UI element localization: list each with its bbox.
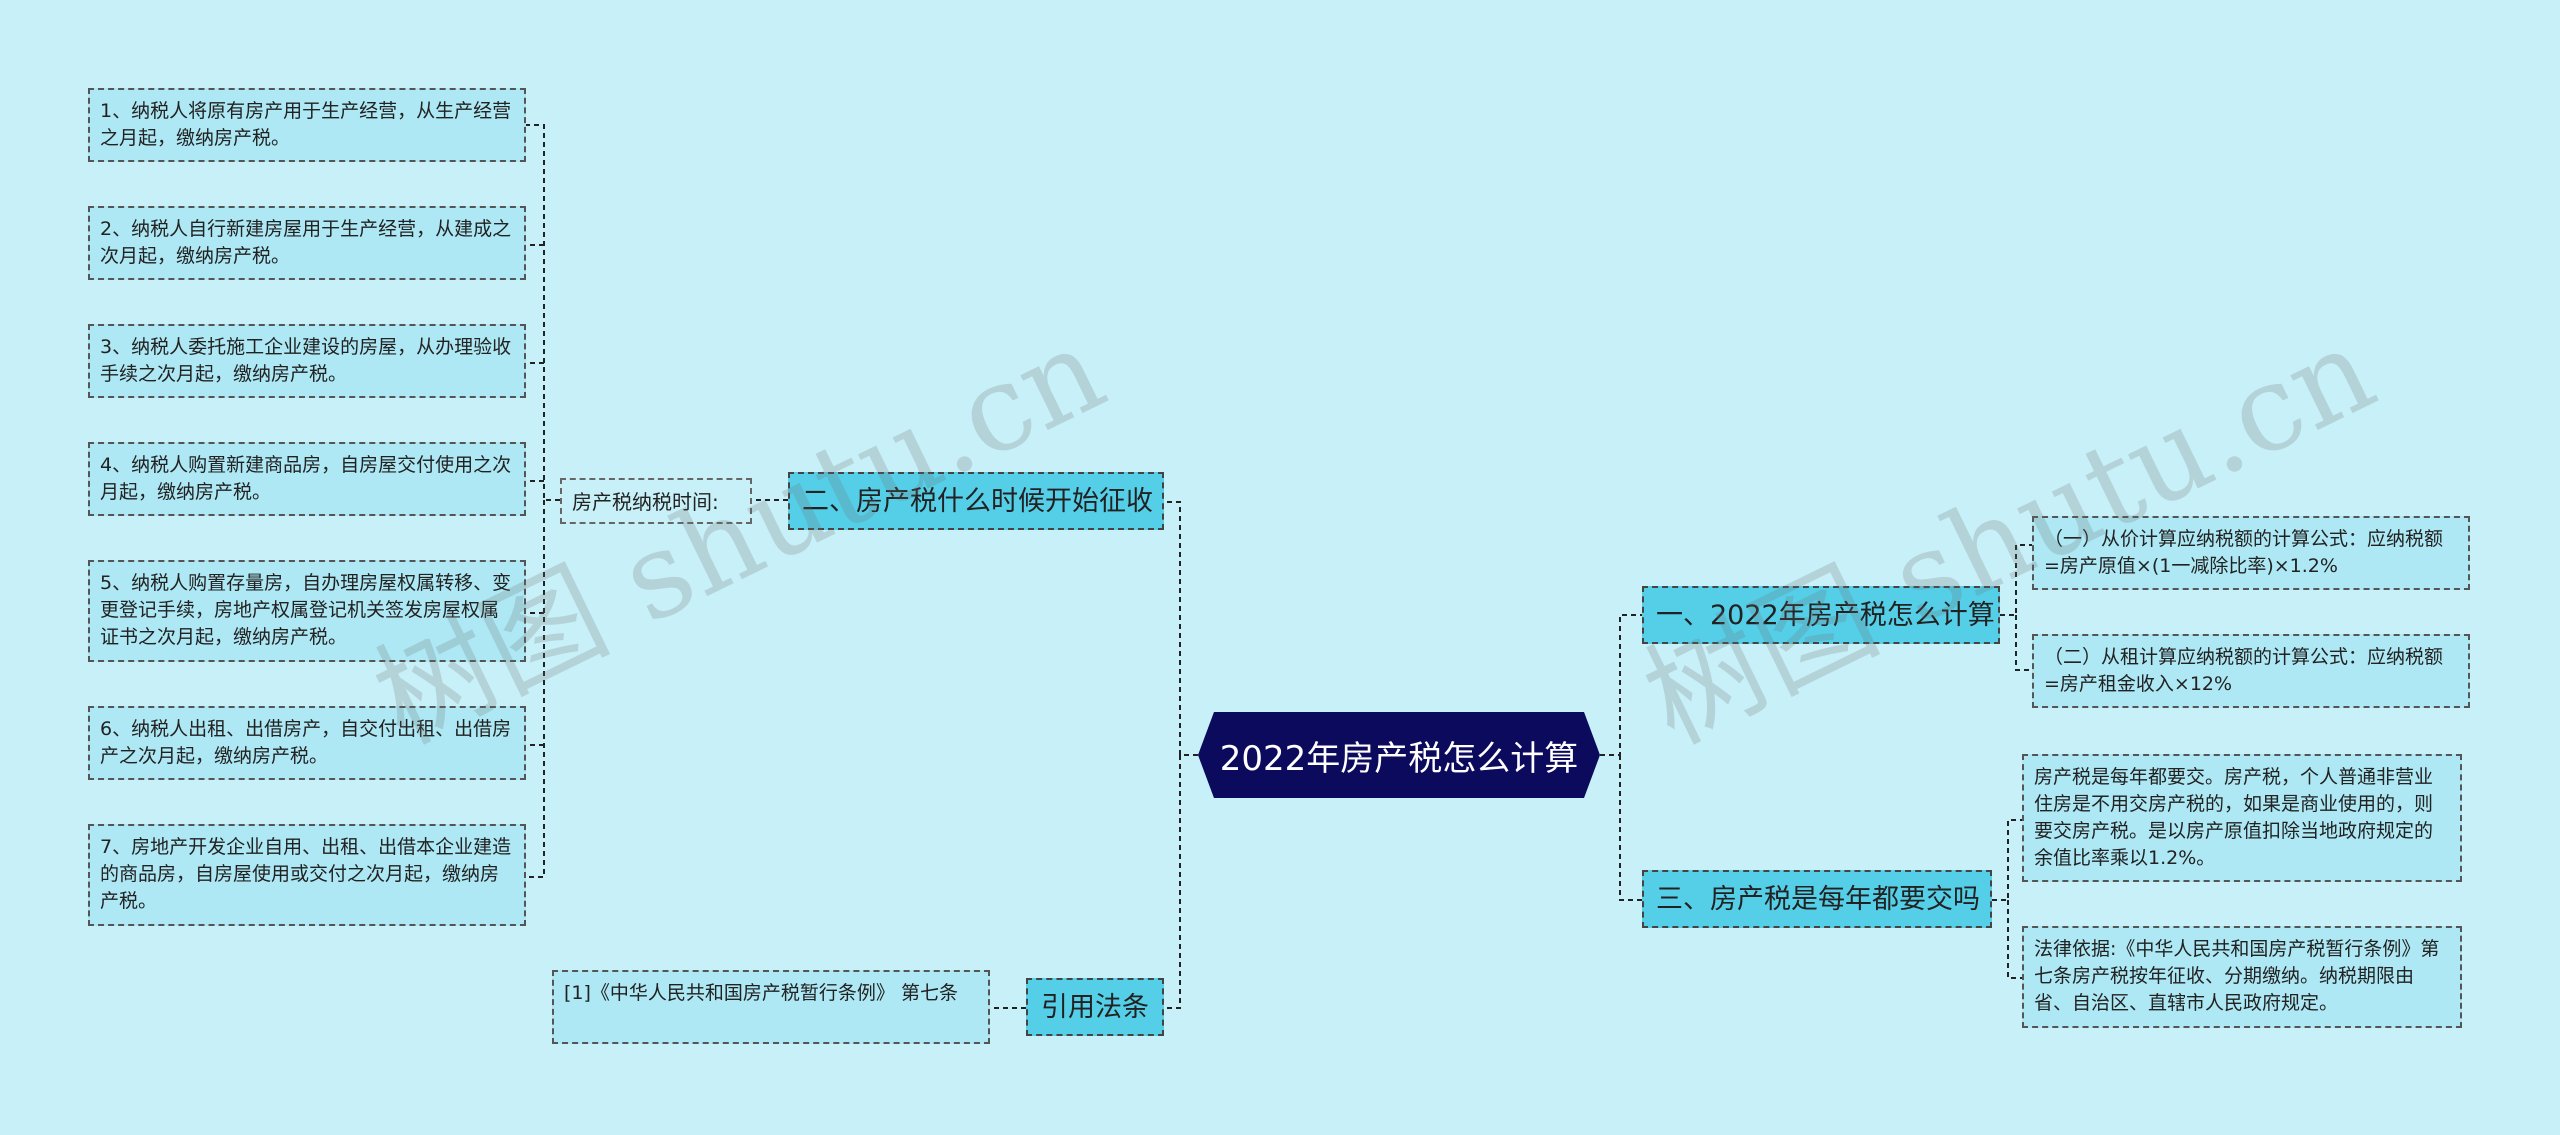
branch-law[interactable]: 引用法条 bbox=[1026, 978, 1164, 1036]
branch-yearly-label: 三、房产税是每年都要交吗 bbox=[1656, 884, 1980, 915]
leaf-calc-1[interactable]: （一）从价计算应纳税额的计算公式：应纳税额=房产原值×(1一减除比率)×1.2% bbox=[2032, 516, 2470, 590]
leaf-calc-2-text: （二）从租计算应纳税额的计算公式：应纳税额=房产租金收入×12% bbox=[2044, 646, 2444, 695]
when-sub-label[interactable]: 房产税纳税时间: bbox=[560, 478, 752, 524]
leaf-when-3[interactable]: 3、纳税人委托施工企业建设的房屋，从办理验收手续之次月起，缴纳房产税。 bbox=[88, 324, 526, 398]
leaf-yearly-2-text: 法律依据:《中华人民共和国房产税暂行条例》第七条房产税按年征收、分期缴纳。纳税期… bbox=[2034, 938, 2440, 1014]
branch-when[interactable]: 二、房产税什么时候开始征收 bbox=[788, 472, 1164, 530]
leaf-when-6[interactable]: 6、纳税人出租、出借房产，自交付出租、出借房产之次月起，缴纳房产税。 bbox=[88, 706, 526, 780]
root-label: 2022年房产税怎么计算 bbox=[1219, 738, 1579, 779]
branch-law-label: 引用法条 bbox=[1041, 992, 1149, 1023]
leaf-when-2-text: 2、纳税人自行新建房屋用于生产经营，从建成之次月起，缴纳房产税。 bbox=[100, 218, 512, 267]
leaf-when-2[interactable]: 2、纳税人自行新建房屋用于生产经营，从建成之次月起，缴纳房产税。 bbox=[88, 206, 526, 280]
branch-calc-label: 一、2022年房产税怎么计算 bbox=[1656, 600, 1995, 631]
leaf-yearly-2[interactable]: 法律依据:《中华人民共和国房产税暂行条例》第七条房产税按年征收、分期缴纳。纳税期… bbox=[2022, 926, 2462, 1028]
leaf-when-7-text: 7、房地产开发企业自用、出租、出借本企业建造的商品房，自房屋使用或交付之次月起，… bbox=[100, 836, 512, 912]
root-node[interactable]: 2022年房产税怎么计算 bbox=[1198, 712, 1600, 798]
leaf-when-7[interactable]: 7、房地产开发企业自用、出租、出借本企业建造的商品房，自房屋使用或交付之次月起，… bbox=[88, 824, 526, 926]
leaf-yearly-1[interactable]: 房产税是每年都要交。房产税，个人普通非营业住房是不用交房产税的，如果是商业使用的… bbox=[2022, 754, 2462, 882]
leaf-when-3-text: 3、纳税人委托施工企业建设的房屋，从办理验收手续之次月起，缴纳房产税。 bbox=[100, 336, 512, 385]
leaf-yearly-1-text: 房产税是每年都要交。房产税，个人普通非营业住房是不用交房产税的，如果是商业使用的… bbox=[2034, 766, 2434, 869]
branch-yearly[interactable]: 三、房产税是每年都要交吗 bbox=[1642, 870, 1992, 928]
leaf-when-4-text: 4、纳税人购置新建商品房，自房屋交付使用之次月起，缴纳房产税。 bbox=[100, 454, 512, 503]
leaf-calc-1-text: （一）从价计算应纳税额的计算公式：应纳税额=房产原值×(1一减除比率)×1.2% bbox=[2044, 528, 2444, 577]
branch-calc[interactable]: 一、2022年房产税怎么计算 bbox=[1642, 586, 2000, 644]
leaf-when-1[interactable]: 1、纳税人将原有房产用于生产经营，从生产经营之月起，缴纳房产税。 bbox=[88, 88, 526, 162]
leaf-when-5[interactable]: 5、纳税人购置存量房，自办理房屋权属转移、变更登记手续，房地产权属登记机关签发房… bbox=[88, 560, 526, 662]
leaf-when-5-text: 5、纳税人购置存量房，自办理房屋权属转移、变更登记手续，房地产权属登记机关签发房… bbox=[100, 572, 512, 648]
leaf-calc-2[interactable]: （二）从租计算应纳税额的计算公式：应纳税额=房产租金收入×12% bbox=[2032, 634, 2470, 708]
leaf-when-4[interactable]: 4、纳税人购置新建商品房，自房屋交付使用之次月起，缴纳房产税。 bbox=[88, 442, 526, 516]
leaf-law-1[interactable]: [1]《中华人民共和国房产税暂行条例》 第七条 bbox=[552, 970, 990, 1044]
leaf-law-1-text: [1]《中华人民共和国房产税暂行条例》 第七条 bbox=[564, 982, 958, 1004]
when-sub-label-text: 房产税纳税时间: bbox=[572, 490, 719, 514]
branch-when-label: 二、房产税什么时候开始征收 bbox=[802, 486, 1153, 517]
leaf-when-6-text: 6、纳税人出租、出借房产，自交付出租、出借房产之次月起，缴纳房产税。 bbox=[100, 718, 512, 767]
leaf-when-1-text: 1、纳税人将原有房产用于生产经营，从生产经营之月起，缴纳房产税。 bbox=[100, 100, 512, 149]
